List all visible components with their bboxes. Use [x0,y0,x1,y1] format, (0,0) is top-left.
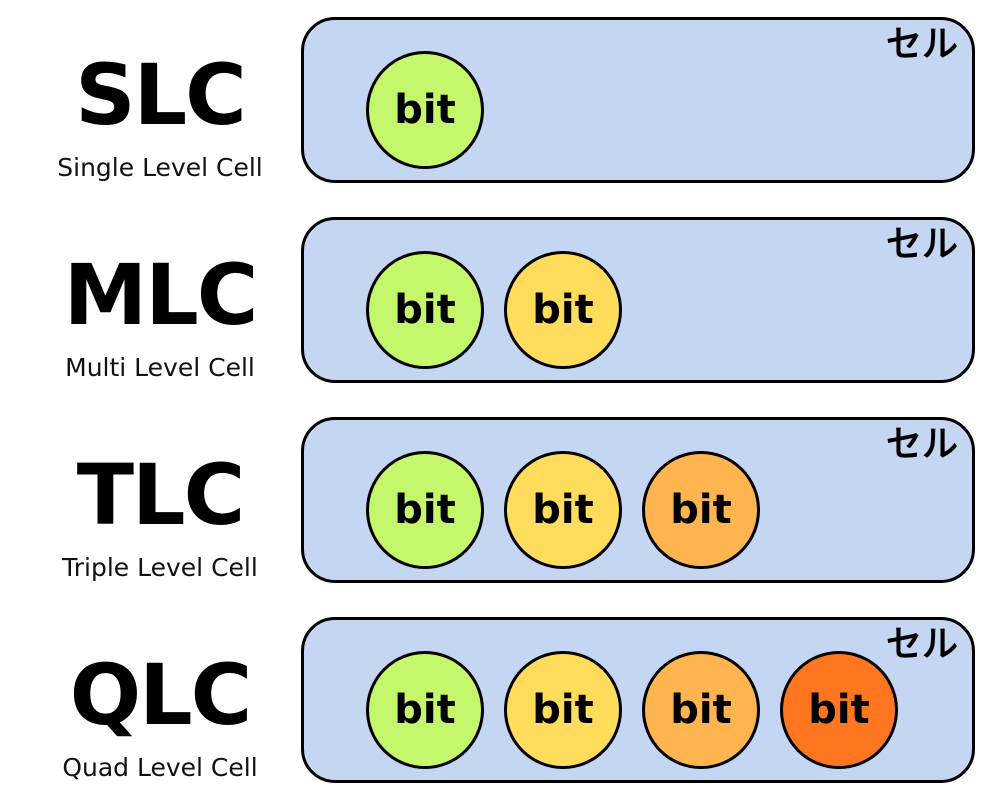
row-slc: SLC Single Level Cell セル bit [0,0,1000,200]
cell-type-full-name: Quad Level Cell [62,753,258,782]
bit-circle: bit [642,451,760,569]
row-qlc: QLC Quad Level Cell セル bit bit bit bit [0,600,1000,800]
memory-cell: セル bit bit [301,217,975,383]
bit-circle: bit [504,251,622,369]
cell-type-abbr: MLC [63,246,259,344]
cell-type-full-name: Triple Level Cell [62,553,258,582]
bit-circle: bit [504,651,622,769]
bit-circle: bit [366,251,484,369]
memory-cell: セル bit bit bit bit [301,617,975,783]
row-mlc: MLC Multi Level Cell セル bit bit [0,200,1000,400]
cell-label: セル [885,624,958,665]
cell-type-full-name: Single Level Cell [57,153,263,182]
bit-circle: bit [366,51,484,169]
bit-circle: bit [366,451,484,569]
cell-label: セル [885,24,958,65]
bit-circle: bit [642,651,760,769]
row-tlc: TLC Triple Level Cell セル bit bit bit [0,400,1000,600]
cell-type-abbr: QLC [69,646,253,744]
cell-label: セル [885,424,958,465]
bit-circle: bit [366,651,484,769]
cell-type-full-name: Multi Level Cell [65,353,255,382]
cell-label: セル [885,224,958,265]
bit-circle: bit [780,651,898,769]
cell-type-abbr: SLC [75,46,247,144]
memory-cell: セル bit [301,17,975,183]
cell-type-abbr: TLC [76,446,245,544]
bit-circle: bit [504,451,622,569]
memory-cell: セル bit bit bit [301,417,975,583]
